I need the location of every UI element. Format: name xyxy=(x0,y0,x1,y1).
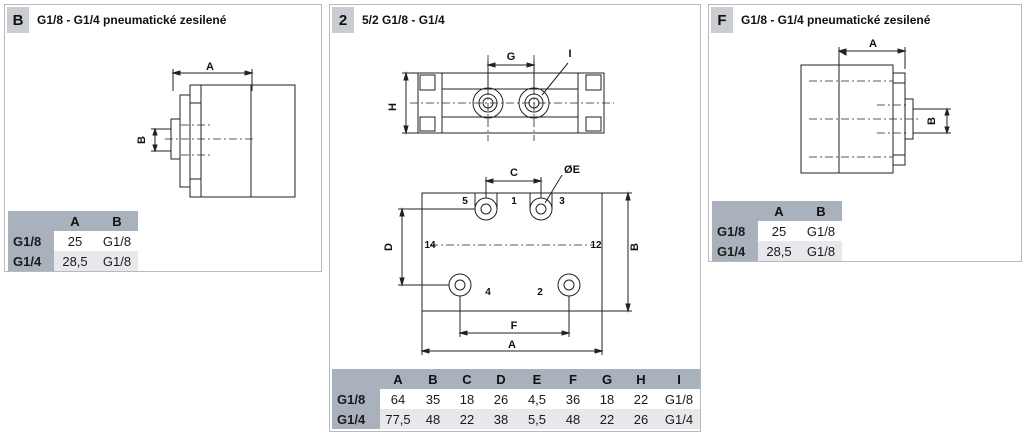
table-header: E xyxy=(518,369,556,389)
table-header: H xyxy=(624,369,658,389)
table-header: I xyxy=(658,369,700,389)
panel-f-header: F G1/8 - G1/4 pneumatické zesilené xyxy=(711,7,930,33)
panel-2-dim-i: I xyxy=(568,48,571,60)
table-cell: 28,5 xyxy=(758,241,800,261)
panel-f-letter: F xyxy=(711,7,733,33)
table-cell: 36 xyxy=(556,389,590,409)
panel-f: F G1/8 - G1/4 pneumatické zesilené xyxy=(708,4,1022,262)
table-cell: 48 xyxy=(556,409,590,429)
table-cell: 5,5 xyxy=(518,409,556,429)
table-header: B xyxy=(416,369,450,389)
panel-2-drawing: G I H C ØE D B F A 5 1 3 14 12 4 2 xyxy=(383,48,641,355)
port-1-label: 1 xyxy=(511,196,517,207)
port-14-label: 14 xyxy=(424,240,436,251)
panel-b-table: A B G1/8 25 G1/8 G1/4 28,5 G1/8 xyxy=(8,211,138,271)
table-cell: 22 xyxy=(590,409,624,429)
panel-b-drawing: A B xyxy=(136,61,296,198)
table-cell: 4,5 xyxy=(518,389,556,409)
table-cell: G1/8 xyxy=(96,251,138,271)
panel-f-title: G1/8 - G1/4 pneumatické zesilené xyxy=(741,13,931,27)
row-label: G1/4 xyxy=(8,251,54,271)
table-cell: 22 xyxy=(450,409,484,429)
panel-f-dim-a: A xyxy=(869,38,877,50)
table-header: C xyxy=(450,369,484,389)
port-3-label: 3 xyxy=(559,196,565,207)
panel-2-header: 2 5/2 G1/8 - G1/4 xyxy=(332,7,445,33)
panel-2-title: 5/2 G1/8 - G1/4 xyxy=(362,13,445,27)
table-header: D xyxy=(484,369,518,389)
panel-f-table: A B G1/8 25 G1/8 G1/4 28,5 G1/8 xyxy=(712,201,842,261)
table-cell: G1/4 xyxy=(658,409,700,429)
port-2-label: 2 xyxy=(537,287,543,298)
table-header: F xyxy=(556,369,590,389)
panel-2-letter: 2 xyxy=(332,7,354,33)
table-cell: G1/8 xyxy=(658,389,700,409)
panel-2-dim-h: H xyxy=(387,103,399,111)
panel-b-title: G1/8 - G1/4 pneumatické zesilené xyxy=(37,13,227,27)
panel-2-dim-g: G xyxy=(507,51,516,63)
table-cell: G1/8 xyxy=(96,231,138,251)
panel-2-table: A B C D E F G H I G1/8 64 35 18 26 4,5 3… xyxy=(332,369,700,429)
table-cell: 25 xyxy=(54,231,96,251)
table-header: A xyxy=(380,369,416,389)
panel-b-dim-a: A xyxy=(206,61,214,73)
table-cell: 77,5 xyxy=(380,409,416,429)
panel-2-dim-e: ØE xyxy=(564,164,580,176)
row-label: G1/4 xyxy=(332,409,380,429)
table-header: A xyxy=(758,201,800,221)
panel-2-dim-b: B xyxy=(629,243,641,251)
panel-f-drawing: A B xyxy=(800,38,951,174)
panel-2-dim-f: F xyxy=(511,320,518,332)
table-cell: 48 xyxy=(416,409,450,429)
panel-b-header: B G1/8 - G1/4 pneumatické zesilené xyxy=(7,7,226,33)
table-cell: 22 xyxy=(624,389,658,409)
row-label: G1/8 xyxy=(712,221,758,241)
table-cell: 26 xyxy=(624,409,658,429)
table-cell: 26 xyxy=(484,389,518,409)
table-header: G xyxy=(590,369,624,389)
panel-2-dim-a: A xyxy=(508,339,516,351)
table-cell: 35 xyxy=(416,389,450,409)
panel-f-dim-b: B xyxy=(926,117,938,125)
table-cell: G1/8 xyxy=(800,221,842,241)
table-cell: 28,5 xyxy=(54,251,96,271)
table-header: B xyxy=(96,211,138,231)
table-cell: 25 xyxy=(758,221,800,241)
table-cell: 38 xyxy=(484,409,518,429)
row-label: G1/8 xyxy=(8,231,54,251)
row-label: G1/4 xyxy=(712,241,758,261)
panel-b: B G1/8 - G1/4 pneumatické zesilené xyxy=(4,4,322,272)
row-label: G1/8 xyxy=(332,389,380,409)
panel-2-dim-d: D xyxy=(383,243,395,251)
panel-2-dim-c: C xyxy=(510,167,518,179)
port-5-label: 5 xyxy=(462,196,468,207)
panel-2: 2 5/2 G1/8 - G1/4 xyxy=(329,4,701,432)
table-header: B xyxy=(800,201,842,221)
table-cell: 64 xyxy=(380,389,416,409)
port-12-label: 12 xyxy=(590,240,602,251)
panel-b-letter: B xyxy=(7,7,29,33)
table-cell: 18 xyxy=(450,389,484,409)
table-cell: 18 xyxy=(590,389,624,409)
table-cell: G1/8 xyxy=(800,241,842,261)
table-header: A xyxy=(54,211,96,231)
panel-b-dim-b: B xyxy=(136,136,148,144)
port-4-label: 4 xyxy=(485,287,491,298)
